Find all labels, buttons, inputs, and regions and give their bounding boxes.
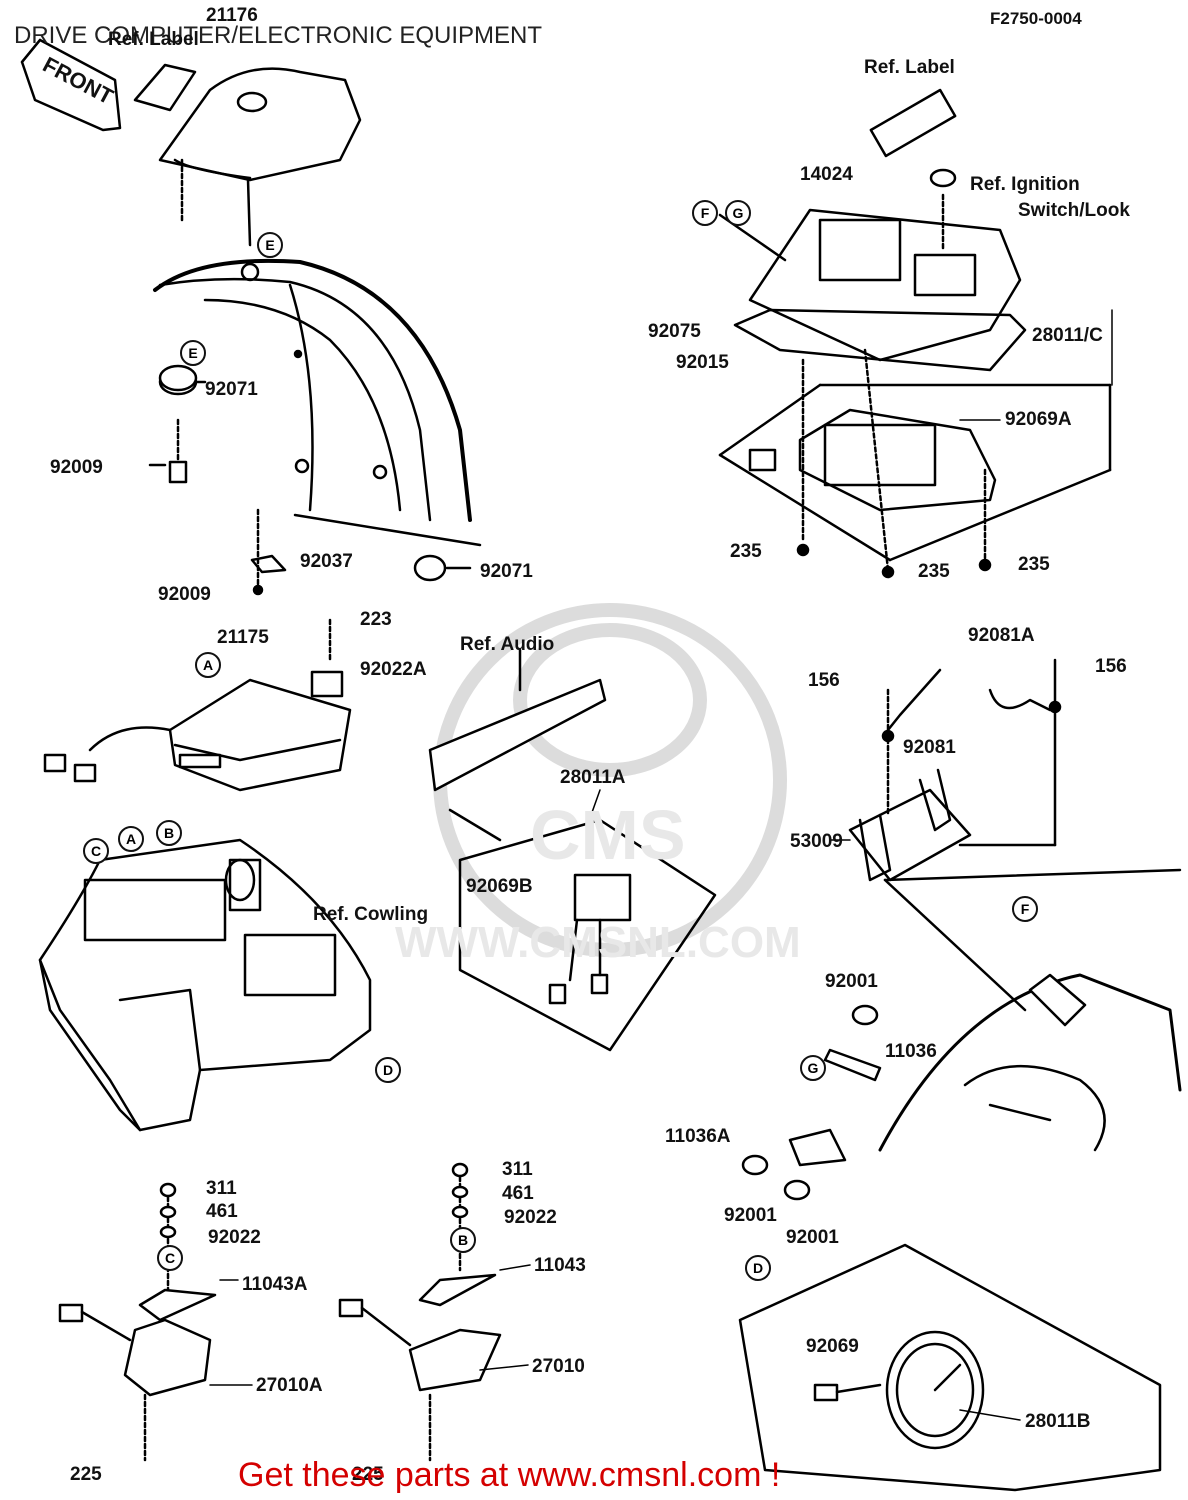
- marker-g-2: G: [800, 1055, 826, 1081]
- arch-panel: [153, 258, 482, 547]
- marker-g-1: G: [725, 200, 751, 226]
- label-225-a: 225: [70, 1464, 102, 1485]
- label-ref-label-1: Ref. Label: [108, 29, 199, 50]
- tank-body: [878, 868, 1182, 1152]
- grommet-92071-b: [413, 554, 472, 582]
- cover-21176: [158, 67, 362, 247]
- marker-c-2: C: [157, 1245, 183, 1271]
- label-11036: 11036: [885, 1041, 937, 1062]
- housing-14024: [718, 88, 1027, 372]
- label-92075: 92075: [648, 321, 701, 342]
- meter-28011b: [738, 1243, 1162, 1492]
- label-235-a: 235: [730, 541, 762, 562]
- label-461-b: 461: [502, 1183, 534, 1204]
- bracket-53009: [848, 658, 1062, 882]
- figure-code: F2750-0004: [990, 9, 1082, 28]
- label-225-b: 225: [352, 1464, 384, 1485]
- label-235-b: 235: [918, 561, 950, 582]
- front-tag: [20, 38, 122, 132]
- label-11036a: 11036A: [665, 1126, 731, 1147]
- leader-lines: [209, 309, 1113, 1421]
- label-92009-a: 92009: [50, 457, 103, 478]
- label-92081: 92081: [903, 737, 956, 758]
- label-92037: 92037: [300, 551, 353, 572]
- label-21175: 21175: [217, 627, 269, 648]
- watermark-url: WWW.CMSNL.COM: [395, 918, 801, 967]
- label-92015: 92015: [676, 352, 729, 373]
- unit-28011a: [458, 818, 717, 1052]
- sensor-27010a: [58, 1188, 217, 1462]
- label-92069: 92069: [806, 1336, 859, 1357]
- label-11043a: 11043A: [242, 1274, 308, 1295]
- marker-f-2: F: [1012, 896, 1038, 922]
- label-14024: 14024: [800, 164, 853, 185]
- label-92022a: 92022A: [360, 659, 427, 680]
- label-92071-b: 92071: [480, 561, 533, 582]
- label-311-b: 311: [502, 1159, 533, 1180]
- bracket-11036: [741, 1004, 882, 1201]
- washers: [159, 1162, 469, 1239]
- label-156-b: 156: [1095, 656, 1127, 677]
- marker-a-1: A: [195, 652, 221, 678]
- label-461-a: 461: [206, 1201, 238, 1222]
- label-156-a: 156: [808, 670, 840, 691]
- footer-link-text[interactable]: Get these parts at www.cmsnl.com !: [238, 1456, 781, 1494]
- label-53009: 53009: [790, 831, 843, 852]
- label-92069b: 92069B: [466, 876, 533, 897]
- marker-b-1: B: [156, 820, 182, 846]
- unit-28011c: [718, 348, 1112, 579]
- label-92081a: 92081A: [968, 625, 1035, 646]
- marker-d-1: D: [375, 1057, 401, 1083]
- marker-e-1: E: [257, 232, 283, 258]
- label-ref-ignition-1: Ref. Ignition: [970, 174, 1080, 195]
- marker-a-2: A: [118, 826, 144, 852]
- label-ref-ignition-2: Switch/Look: [1018, 200, 1130, 221]
- cowling: [38, 838, 372, 1132]
- label-311-a: 311: [206, 1178, 237, 1199]
- label-28011a: 28011A: [560, 767, 626, 788]
- label-92071-a: 92071: [205, 379, 258, 400]
- clip-92037: [250, 508, 287, 596]
- label-27010a: 27010A: [256, 1375, 323, 1396]
- label-ref-cowling: Ref. Cowling: [313, 904, 429, 925]
- label-223: 223: [360, 609, 392, 630]
- label-28011c: 28011/C: [1032, 325, 1103, 346]
- label-92009-b: 92009: [158, 584, 211, 605]
- label-92069a: 92069A: [1005, 409, 1072, 430]
- label-92022-a: 92022: [208, 1227, 261, 1248]
- label-21176: 21176: [206, 5, 258, 26]
- label-92001-b: 92001: [724, 1205, 777, 1226]
- label-92001-a: 92001: [825, 971, 878, 992]
- label-ref-label-2: Ref. Label: [864, 57, 955, 78]
- label-28011b: 28011B: [1025, 1411, 1091, 1432]
- ref-label-sticker-1: [133, 63, 197, 112]
- label-92022-b: 92022: [504, 1207, 557, 1228]
- module-21175: [43, 618, 352, 792]
- marker-f-1: F: [692, 200, 718, 226]
- grommet-92071: [148, 364, 207, 484]
- label-92001-c: 92001: [786, 1227, 839, 1248]
- marker-c-1: C: [83, 838, 109, 864]
- audio-unit: [428, 648, 607, 842]
- marker-e-2: E: [180, 340, 206, 366]
- label-ref-audio: Ref. Audio: [460, 634, 555, 655]
- marker-d-2: D: [745, 1255, 771, 1281]
- page-title: DRIVE COMPUTER/ELECTRONIC EQUIPMENT: [14, 22, 543, 49]
- marker-b-2: B: [450, 1227, 476, 1253]
- label-27010: 27010: [532, 1356, 585, 1377]
- label-235-c: 235: [1018, 554, 1050, 575]
- label-11043: 11043: [534, 1255, 586, 1276]
- watermark-logo-text: CMS: [530, 796, 686, 874]
- sensor-27010: [338, 1168, 502, 1462]
